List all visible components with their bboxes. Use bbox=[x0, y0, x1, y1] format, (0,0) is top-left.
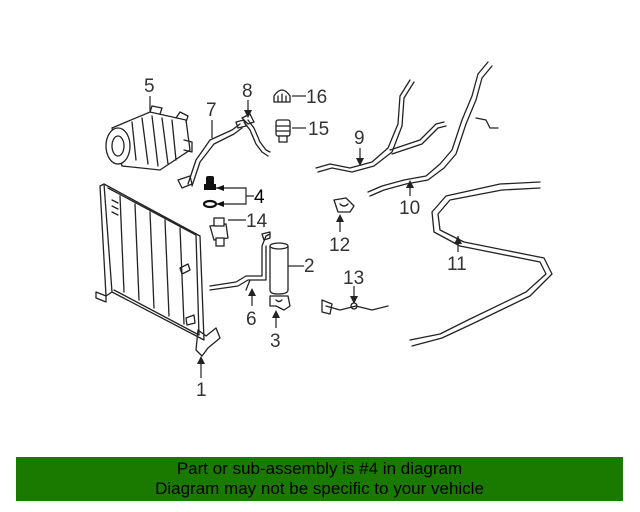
callout-10: 10 bbox=[399, 198, 420, 219]
bracket-part-3[interactable] bbox=[269, 295, 291, 311]
callout-5: 5 bbox=[144, 76, 155, 97]
callout-16: 16 bbox=[306, 87, 327, 108]
hose-part-10[interactable] bbox=[367, 61, 499, 197]
banner-line-2: Diagram may not be specific to your vehi… bbox=[155, 479, 484, 498]
compressor-part-5[interactable] bbox=[105, 105, 193, 171]
callout-11: 11 bbox=[447, 254, 467, 275]
callout-6: 6 bbox=[246, 309, 257, 330]
callout-4: 4 bbox=[254, 187, 265, 208]
switch-part-15[interactable] bbox=[275, 119, 291, 143]
valve-part-4[interactable] bbox=[202, 176, 218, 209]
callout-3: 3 bbox=[270, 331, 281, 352]
receiver-drier-part-2[interactable] bbox=[269, 242, 289, 295]
callout-8: 8 bbox=[242, 81, 253, 102]
banner-line-1: Part or sub-assembly is #4 in diagram bbox=[176, 459, 463, 478]
hose-part-7[interactable] bbox=[177, 119, 247, 189]
callout-12: 12 bbox=[329, 235, 350, 256]
callout-7: 7 bbox=[206, 100, 217, 121]
clip-part-12[interactable] bbox=[333, 197, 355, 213]
cap-part-16[interactable] bbox=[273, 89, 291, 103]
callout-15: 15 bbox=[308, 119, 329, 140]
info-banner: Part or sub-assembly is #4 in diagram Di… bbox=[16, 457, 623, 501]
callout-9: 9 bbox=[354, 128, 365, 149]
callout-14: 14 bbox=[246, 211, 268, 232]
callout-1: 1 bbox=[196, 380, 207, 401]
hose-part-8[interactable] bbox=[241, 113, 271, 157]
sensor-part-13[interactable] bbox=[321, 299, 389, 315]
hose-part-9[interactable] bbox=[315, 79, 447, 173]
callout-2: 2 bbox=[304, 256, 315, 277]
condenser-part-1[interactable] bbox=[95, 183, 221, 357]
hose-part-11[interactable] bbox=[409, 181, 553, 347]
callout-13: 13 bbox=[343, 268, 364, 289]
hose-part-6[interactable] bbox=[209, 231, 271, 291]
pressure-switch-part-14[interactable] bbox=[209, 217, 229, 247]
